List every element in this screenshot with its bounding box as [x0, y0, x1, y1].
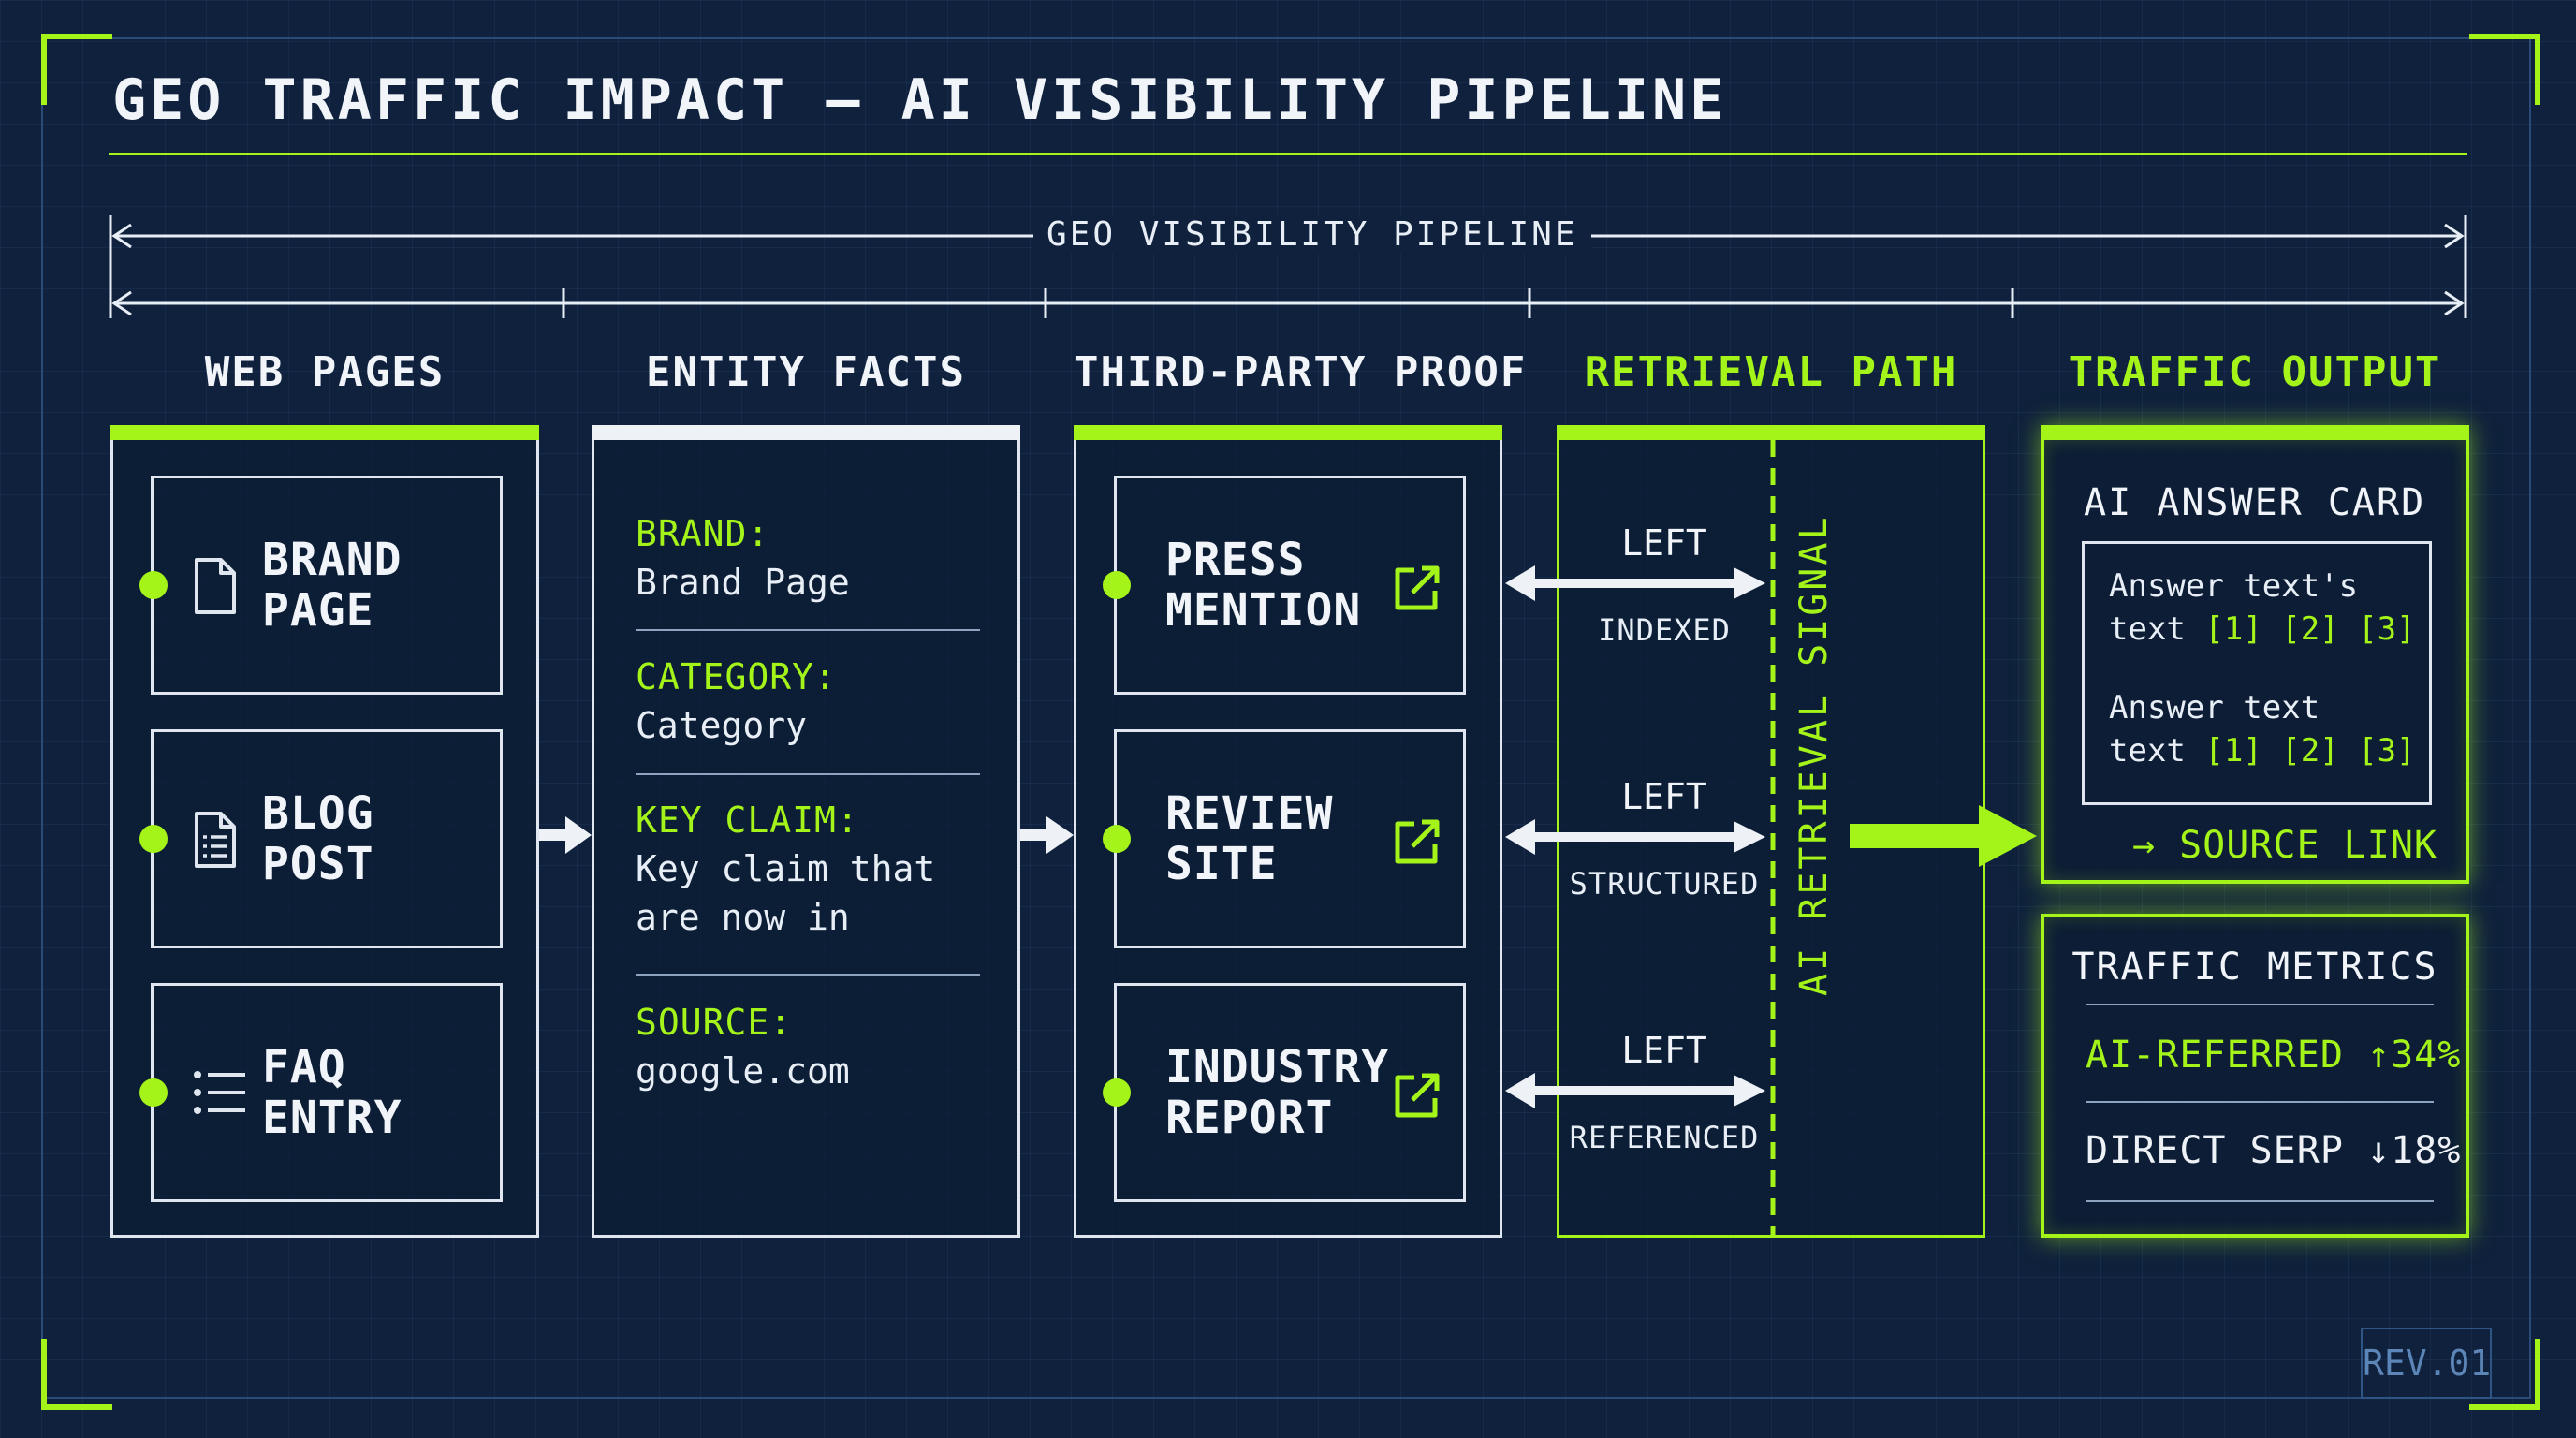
retrieval-structured-label: STRUCTURED [1569, 866, 1760, 902]
corner-bracket-bottom-left [41, 1339, 112, 1410]
card-industry-report[interactable]: INDUSTRY REPORT [1103, 983, 1466, 1202]
header-web-pages: WEB PAGES [204, 348, 446, 396]
header-entity-facts: ENTITY FACTS [646, 348, 966, 396]
column-top-bar [110, 425, 539, 440]
fact-category-key: CATEGORY: [636, 656, 837, 697]
connector-dot [1103, 1078, 1131, 1107]
card-blog-post[interactable]: BLOG POST [139, 729, 503, 948]
card-faq-entry[interactable]: FAQ ENTRY [139, 983, 503, 1202]
card-brand-page[interactable]: BRAND PAGE [139, 476, 503, 695]
corner-bracket-bottom-right [2469, 1339, 2540, 1410]
fact-key-claim-key: KEY CLAIM: [636, 800, 859, 841]
ai-retrieval-signal-label: AI RETRIEVAL SIGNAL [1793, 514, 1836, 996]
external-link-icon[interactable] [1392, 816, 1442, 867]
card-label: FAQ ENTRY [262, 1041, 402, 1144]
source-link[interactable]: → SOURCE LINK [2131, 824, 2437, 867]
retrieval-left-label: LEFT [1621, 776, 1707, 817]
metrics-divider [2086, 1101, 2434, 1103]
signal-output-arrow [1850, 805, 2037, 867]
ai-answer-card-title: AI ANSWER CARD [2084, 481, 2426, 524]
metrics-divider [2086, 1004, 2434, 1005]
ai-answer-card-panel: AI ANSWER CARD Answer text's text [1] [2… [2041, 425, 2469, 884]
metric-ai-referred: AI-REFERRED ↑34% [2086, 1034, 2462, 1077]
retrieval-indexed-label: INDEXED [1598, 612, 1731, 648]
column-top-bar [1557, 425, 1985, 440]
card-review-site[interactable]: REVIEW SITE [1103, 729, 1466, 948]
connector-dot [1103, 571, 1131, 599]
retrieval-left-label: LEFT [1621, 522, 1707, 564]
text-document-icon [195, 812, 236, 868]
metrics-divider [2086, 1200, 2434, 1202]
revision-tag: REV.01 [2361, 1328, 2492, 1399]
header-traffic-output: TRAFFIC OUTPUT [2068, 348, 2442, 396]
fact-category-value: Category [636, 705, 808, 746]
answer-item-1: Answer text's text [1] [2] [3] [2109, 567, 2416, 648]
connector-dot [1103, 825, 1131, 853]
card-label: REVIEW SITE [1165, 787, 1334, 890]
retrieval-referenced-label: REFERENCED [1569, 1120, 1760, 1155]
column-web-pages: BRAND PAGE BLOG POST FAQ ENTRY [110, 425, 539, 1238]
fact-divider [636, 974, 980, 976]
retrieval-left-label: LEFT [1621, 1030, 1707, 1071]
retrieval-signal-dashed-line [1770, 440, 1776, 1238]
fact-brand-value: Brand Page [636, 562, 850, 603]
corner-bracket-top-left [41, 34, 112, 105]
connector-dot [139, 825, 168, 853]
answer-item-2: Answer text text [1] [2] [3] [2109, 689, 2416, 770]
metric-direct-serp: DIRECT SERP ↓18% [2086, 1129, 2462, 1172]
fact-divider [636, 773, 980, 775]
card-press-mention[interactable]: PRESS MENTION [1103, 476, 1466, 695]
fact-source-value: google.com [636, 1050, 850, 1092]
citation-links[interactable]: [1] [2] [3] [2204, 610, 2416, 648]
title-underline [109, 153, 2467, 155]
flow-arrow-2 [1020, 816, 1074, 854]
fact-key-claim-value: Key claim that are now in [636, 848, 936, 938]
pipeline-dimension-label: GEO VISIBILITY PIPELINE [1033, 215, 1591, 254]
corner-bracket-top-right [2469, 34, 2540, 105]
connector-dot [139, 1078, 168, 1107]
external-link-icon[interactable] [1392, 1070, 1442, 1121]
page-title: GEO TRAFFIC IMPACT — AI VISIBILITY PIPEL… [112, 67, 1728, 133]
traffic-metrics-panel: TRAFFIC METRICS AI-REFERRED ↑34% DIRECT … [2041, 914, 2469, 1238]
card-label: INDUSTRY REPORT [1165, 1041, 1390, 1144]
column-top-bar [592, 425, 1020, 440]
column-third-party-proof: PRESS MENTION REVIEW SITE INDUSTRY REPOR… [1074, 425, 1502, 1238]
fact-brand-key: BRAND: [636, 513, 770, 554]
document-icon [195, 558, 236, 614]
flow-arrow-1 [539, 816, 592, 854]
column-top-bar [1074, 425, 1502, 440]
header-third-party-proof: THIRD-PARTY PROOF [1074, 348, 1528, 396]
card-label: PRESS MENTION [1165, 534, 1362, 637]
connector-dot [139, 571, 168, 599]
external-link-icon[interactable] [1392, 563, 1442, 613]
card-label: BLOG POST [262, 787, 374, 890]
fact-source-key: SOURCE: [636, 1002, 793, 1043]
traffic-metrics-title: TRAFFIC METRICS [2071, 946, 2438, 989]
answer-box: Answer text's text [1] [2] [3] Answer te… [2082, 541, 2432, 805]
citation-links[interactable]: [1] [2] [3] [2204, 732, 2416, 770]
header-retrieval-path: RETRIEVAL PATH [1584, 348, 1958, 396]
column-entity-facts: BRAND: Brand Page CATEGORY: Category KEY… [592, 425, 1020, 1238]
list-icon [194, 1071, 245, 1114]
blueprint-frame [41, 37, 2531, 1399]
fact-divider [636, 629, 980, 631]
retrieval-arrows [1505, 565, 1765, 1108]
card-label: BRAND PAGE [262, 534, 402, 637]
dimension-lines [109, 215, 2467, 318]
